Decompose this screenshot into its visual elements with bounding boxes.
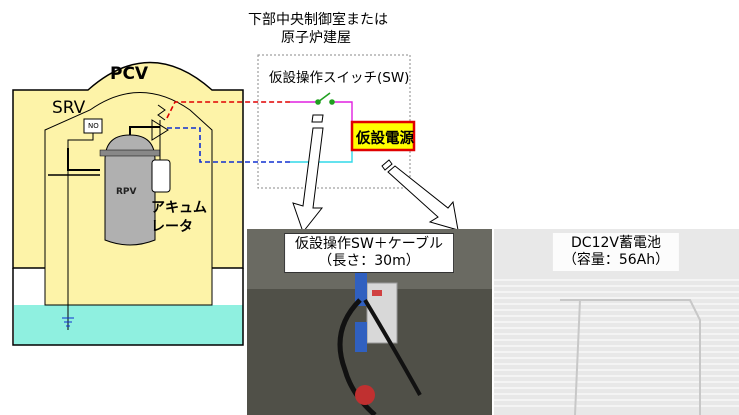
arrow-to-battery-photo-icon bbox=[381, 159, 459, 231]
signal-line-red bbox=[166, 101, 290, 119]
location-label-line2: 原子炉建屋 bbox=[281, 30, 351, 46]
photo-battery-stripes bbox=[494, 279, 739, 407]
photo-cable-caption: 仮設操作SW＋ケーブル （長さ：30m） bbox=[284, 233, 454, 273]
srv-label: SRV bbox=[52, 98, 86, 118]
switch-label: 仮設操作スイッチ(SW) bbox=[269, 70, 410, 86]
field-boundary bbox=[257, 54, 411, 189]
rpv-vessel bbox=[104, 134, 156, 246]
no-valve-pipe bbox=[67, 133, 94, 148]
wire-cyan bbox=[290, 150, 353, 163]
temporary-power-box bbox=[350, 120, 416, 152]
vent-to-pool bbox=[62, 317, 74, 327]
pcv-lower-wall bbox=[12, 268, 244, 346]
rpv-label: RPV bbox=[116, 187, 137, 197]
photo-battery-caption-line1: DC12V蓄電池 bbox=[571, 235, 661, 251]
switch-icon bbox=[315, 92, 335, 105]
srv-valve-icon bbox=[151, 104, 169, 160]
accumulator-label-line2: レータ bbox=[151, 219, 193, 235]
arrow-to-cable-photo-icon bbox=[292, 114, 324, 234]
location-label-line1: 下部中央制御室または bbox=[248, 12, 388, 28]
accumulator-label-line1: アキュム bbox=[151, 200, 207, 216]
photo-battery-caption-line2: （容量：56Ah） bbox=[562, 252, 670, 268]
no-valve-label: NO bbox=[88, 122, 99, 130]
pcv-label: PCV bbox=[110, 64, 149, 84]
photo-cable-caption-line1: 仮設操作SW＋ケーブル bbox=[295, 236, 443, 252]
accumulator-tank bbox=[151, 159, 171, 193]
rpv-flange bbox=[99, 149, 161, 157]
photo-battery-outline bbox=[560, 299, 701, 415]
signal-line-blue bbox=[167, 127, 290, 163]
photo-cable-caption-line2: （長さ：30m） bbox=[318, 253, 420, 269]
suppression-pool-water bbox=[14, 305, 243, 345]
temporary-power-label: 仮設電源 bbox=[356, 131, 414, 147]
photo-cable-equipment bbox=[337, 268, 422, 415]
wire-magenta bbox=[290, 101, 353, 128]
photo-battery-caption: DC12V蓄電池 （容量：56Ah） bbox=[552, 233, 680, 271]
